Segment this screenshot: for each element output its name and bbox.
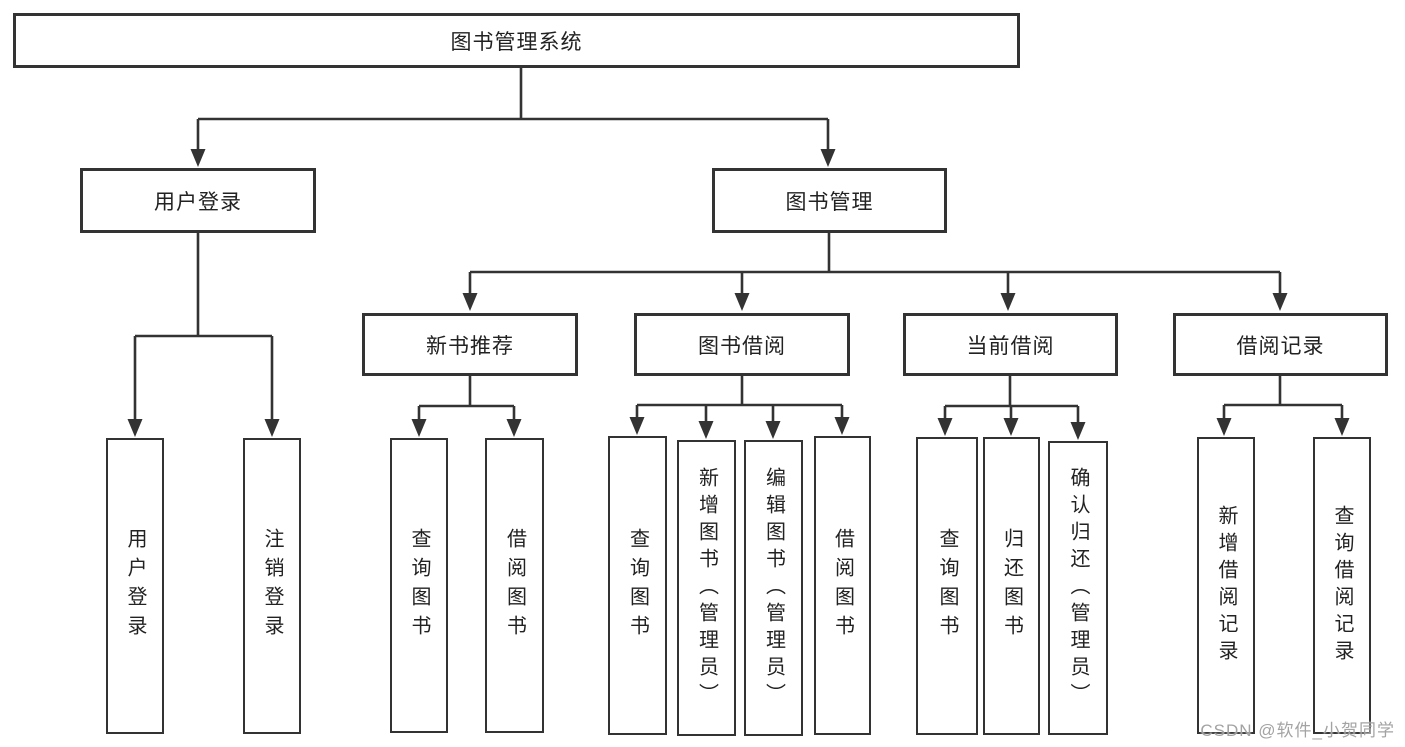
leaf-current-query-books-label: 查询图书 bbox=[936, 528, 958, 644]
node-borrowing-records: 借阅记录 bbox=[1173, 313, 1388, 376]
leaf-logout-label: 注销登录 bbox=[261, 528, 283, 644]
leaf-add-books-admin: 新增图书（管理员） bbox=[677, 440, 736, 736]
leaf-borrowing-borrow-books-label: 借阅图书 bbox=[831, 527, 854, 644]
node-new-book-recommendation-label: 新书推荐 bbox=[426, 334, 514, 358]
node-book-borrowing-label: 图书借阅 bbox=[698, 334, 786, 358]
leaf-newbook-query-books-label: 查询图书 bbox=[408, 527, 430, 644]
leaf-add-borrow-record: 新增借阅记录 bbox=[1197, 437, 1255, 734]
node-root: 图书管理系统 bbox=[13, 13, 1020, 68]
leaf-newbook-query-books: 查询图书 bbox=[390, 438, 448, 733]
leaf-return-books-label: 归还图书 bbox=[1000, 528, 1023, 644]
leaf-add-books-admin-label: 新增图书（管理员） bbox=[695, 466, 718, 710]
leaf-newbook-borrow-books-label: 借阅图书 bbox=[503, 527, 526, 644]
leaf-borrowing-query-books-label: 查询图书 bbox=[626, 527, 649, 644]
leaf-query-borrow-record-label: 查询借阅记录 bbox=[1331, 504, 1353, 667]
node-user-login: 用户登录 bbox=[80, 168, 316, 233]
node-book-borrowing: 图书借阅 bbox=[634, 313, 850, 376]
arrowheads bbox=[127, 149, 1350, 440]
leaf-user-login: 用户登录 bbox=[106, 438, 164, 734]
leaf-current-query-books: 查询图书 bbox=[916, 437, 978, 735]
node-root-label: 图书管理系统 bbox=[450, 30, 583, 54]
node-current-borrowing: 当前借阅 bbox=[903, 313, 1118, 376]
leaf-borrowing-query-books: 查询图书 bbox=[608, 436, 667, 735]
node-book-management-label: 图书管理 bbox=[785, 190, 874, 214]
node-user-login-label: 用户登录 bbox=[154, 190, 242, 214]
leaf-return-books: 归还图书 bbox=[983, 437, 1040, 735]
leaf-add-borrow-record-label: 新增借阅记录 bbox=[1215, 504, 1237, 667]
leaf-edit-books-admin-label: 编辑图书（管理员） bbox=[762, 466, 785, 710]
node-book-management: 图书管理 bbox=[712, 168, 947, 233]
node-borrowing-records-label: 借阅记录 bbox=[1236, 334, 1325, 358]
leaf-edit-books-admin: 编辑图书（管理员） bbox=[744, 440, 803, 736]
leaf-query-borrow-record: 查询借阅记录 bbox=[1313, 437, 1371, 734]
leaf-logout: 注销登录 bbox=[243, 438, 301, 734]
watermark: CSDN @软件_小贺同学 bbox=[1200, 721, 1395, 740]
node-new-book-recommendation: 新书推荐 bbox=[362, 313, 578, 376]
leaf-newbook-borrow-books: 借阅图书 bbox=[485, 438, 544, 733]
leaf-confirm-return-admin-label: 确认归还（管理员） bbox=[1067, 466, 1089, 710]
node-current-borrowing-label: 当前借阅 bbox=[966, 334, 1055, 358]
leaf-user-login-label: 用户登录 bbox=[124, 528, 146, 644]
leaf-confirm-return-admin: 确认归还（管理员） bbox=[1048, 441, 1108, 735]
leaf-borrowing-borrow-books: 借阅图书 bbox=[814, 436, 871, 735]
